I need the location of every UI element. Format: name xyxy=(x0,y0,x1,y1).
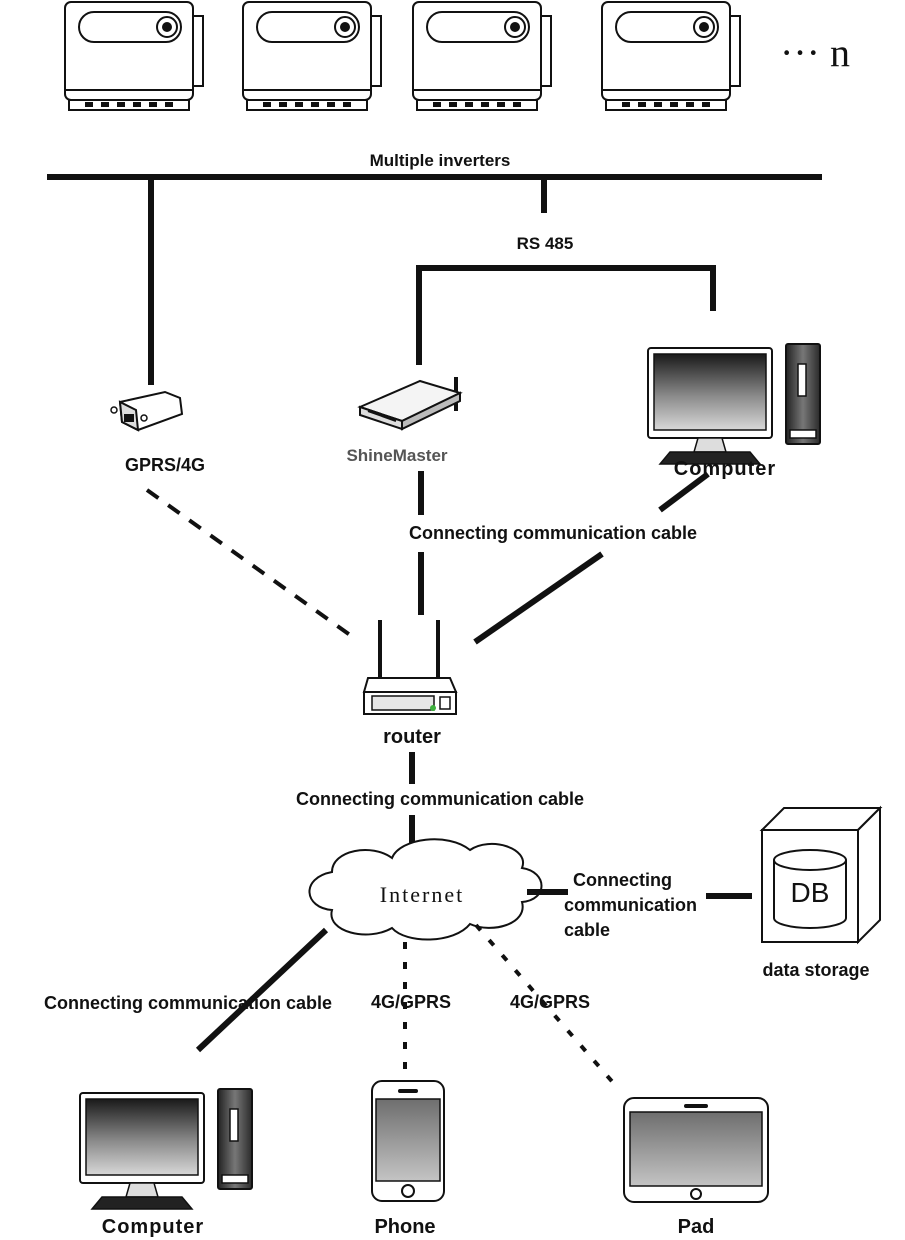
rs485-link-wire xyxy=(416,265,716,365)
internet-label: Internet xyxy=(380,882,464,907)
inverters-count-label: ··· n xyxy=(780,30,850,75)
cable-db-label-line3: cable xyxy=(564,920,610,940)
cable-db-label-line2: communication xyxy=(564,895,697,915)
computer-to-router-wire-lower xyxy=(473,551,604,645)
phone-label: Phone xyxy=(374,1216,435,1238)
rs485-label: RS 485 xyxy=(517,234,574,253)
shinemaster-icon xyxy=(357,377,463,431)
gprs-pad-label: 4G/GPRS xyxy=(510,992,590,1012)
phone-icon xyxy=(371,1080,445,1202)
gprs-stick-icon xyxy=(110,390,184,432)
cable-db-label-line1: Connecting xyxy=(573,870,672,890)
tablet-icon xyxy=(623,1097,769,1203)
inverter-icon xyxy=(242,1,382,111)
computer-top-label: Computer xyxy=(674,458,776,480)
internet-to-pad-link xyxy=(474,923,618,1088)
internet-to-computer-wire xyxy=(195,927,329,1053)
cable-mid-label: Connecting communication cable xyxy=(296,789,584,809)
cable-left-label: Connecting communication cable xyxy=(44,993,332,1013)
db-label: DB xyxy=(791,877,830,908)
database-icon xyxy=(759,805,883,945)
computer-icon xyxy=(79,1088,253,1210)
pad-label: Pad xyxy=(678,1216,715,1238)
inverter-icon xyxy=(601,1,741,111)
gprs-4g-label: GPRS/4G xyxy=(125,455,205,475)
shinemaster-label: ShineMaster xyxy=(346,446,447,465)
cloud-icon xyxy=(308,838,543,941)
inverter-icon xyxy=(64,1,204,111)
multiple-inverters-label: Multiple inverters xyxy=(370,151,511,170)
data-storage-label: data storage xyxy=(762,960,869,980)
gprs-to-router-link xyxy=(145,488,352,637)
inverter-icon xyxy=(412,1,552,111)
computer-icon xyxy=(647,343,821,465)
cable-top-label: Connecting communication cable xyxy=(409,523,697,543)
router-label: router xyxy=(383,726,441,748)
gprs-phone-label: 4G/GPRS xyxy=(371,992,451,1012)
computer-to-router-wire-upper xyxy=(658,471,710,513)
computer-bottom-label: Computer xyxy=(102,1216,204,1238)
router-icon xyxy=(362,620,458,715)
